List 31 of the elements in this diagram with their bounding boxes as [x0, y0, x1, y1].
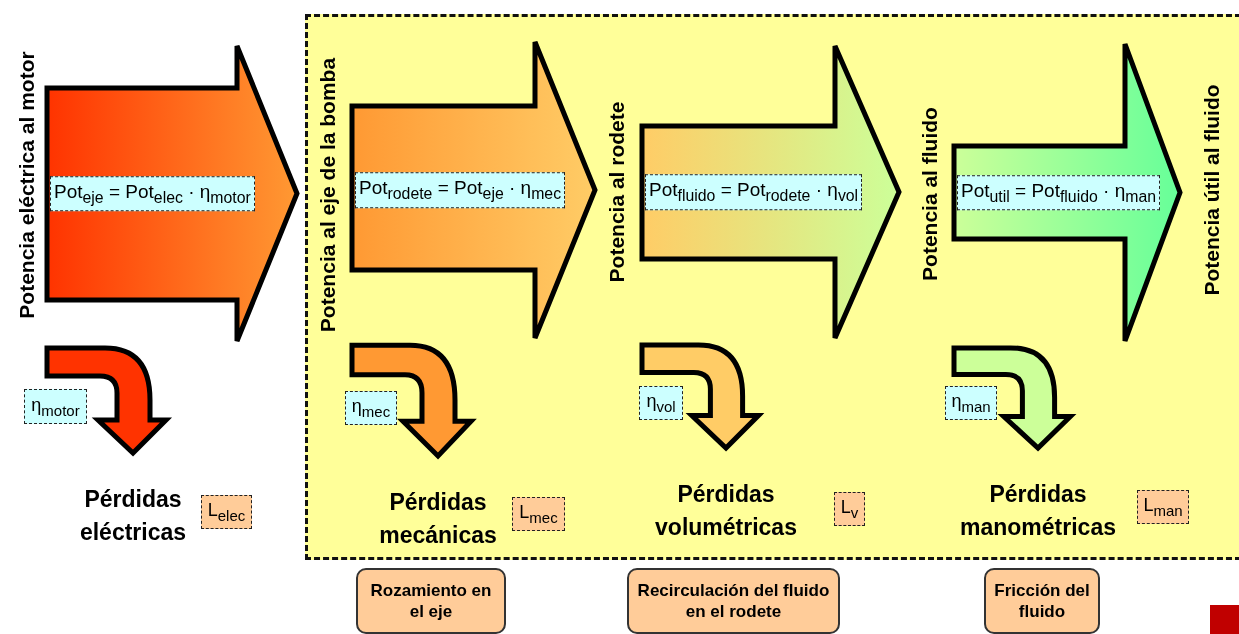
efficiency-symbol: η$_{motor}$	[24, 389, 87, 424]
block-arrow	[640, 42, 902, 342]
formula: Pot$_{eje}$ = Pot$_{elec}$ · η$_{motor}$	[50, 175, 255, 212]
loss-label: Pérdidas manométricas	[960, 448, 1116, 545]
loss-label: Pérdidas mecánicas	[379, 456, 497, 553]
block-arrow	[952, 40, 1183, 345]
loss-symbol: L$_{mec}$	[512, 497, 565, 531]
dashed-region	[305, 14, 1239, 560]
efficiency-symbol: η$_{vol}$	[639, 386, 683, 420]
power-label: Potencia al eje de la bomba	[316, 57, 340, 333]
cause-box: Rozamiento en el eje	[356, 568, 506, 634]
cause-box: Fricción del fluido	[984, 568, 1100, 634]
curved-arrow	[44, 345, 169, 456]
formula: Pot$_{rodete}$ = Pot$_{eje}$ · η$_{mec}$	[355, 172, 566, 208]
power-label: Potencia al rodete	[605, 101, 629, 283]
block-arrow	[350, 38, 598, 342]
efficiency-symbol: η$_{man}$	[945, 386, 997, 420]
power-label: Potencia al fluido	[918, 107, 942, 281]
loss-label: Pérdidas eléctricas	[79, 453, 187, 550]
power-label: Potencia útil al fluido	[1200, 84, 1224, 296]
formula: Pot$_{util}$ = Pot$_{fluido}$ · η$_{man}$	[957, 174, 1161, 211]
loss-symbol: L$_{man}$	[1137, 490, 1189, 524]
loss-symbol: L$_{v}$	[834, 492, 865, 526]
curved-arrow	[349, 342, 474, 459]
loss-symbol: L$_{elec}$	[201, 495, 252, 529]
loss-label: Pérdidas volumétricas	[655, 448, 797, 545]
block-arrow	[45, 42, 300, 345]
cause-box: Recirculación del fluido en el rodete	[627, 568, 840, 634]
power-label: Potencia eléctrica al motor	[15, 51, 39, 319]
formula: Pot$_{fluido}$ = Pot$_{rodete}$ · η$_{vol}$	[645, 174, 863, 210]
efficiency-symbol: η$_{mec}$	[345, 391, 397, 425]
